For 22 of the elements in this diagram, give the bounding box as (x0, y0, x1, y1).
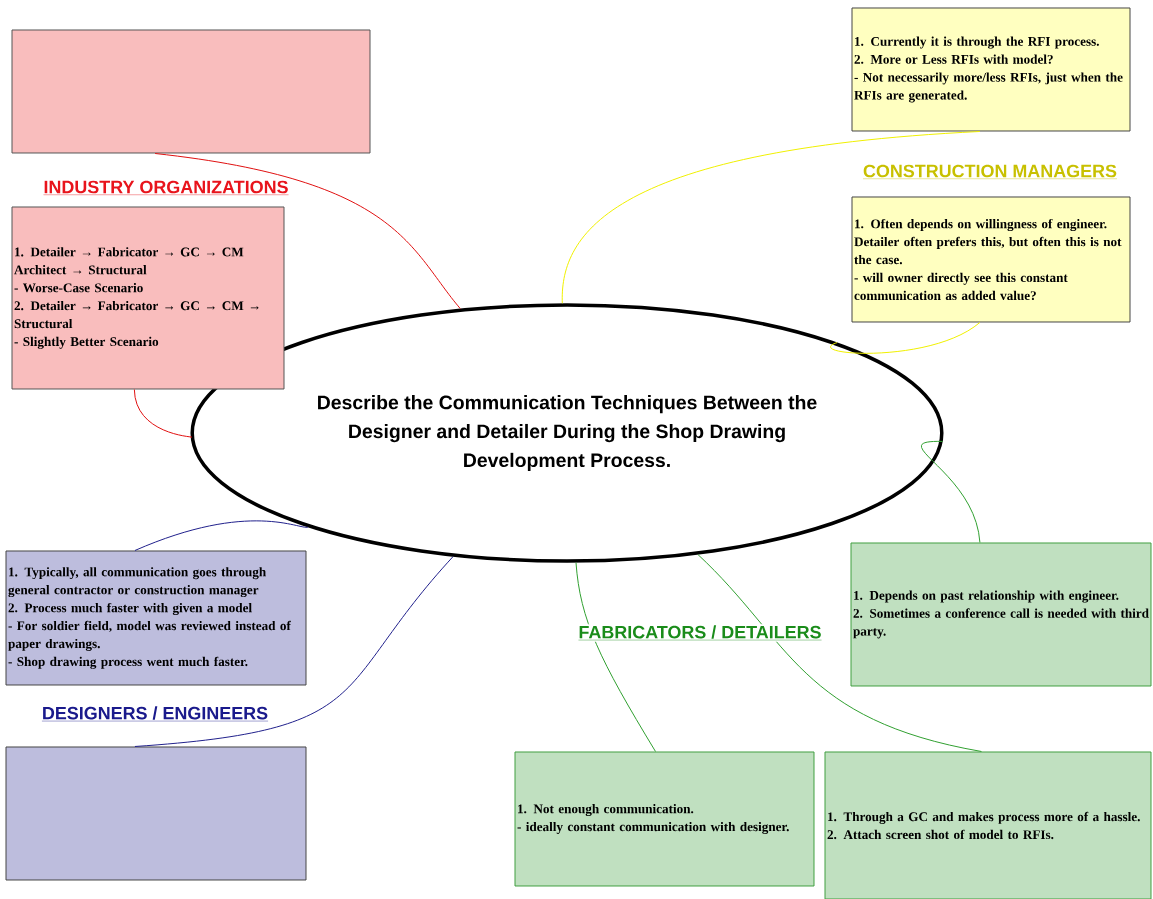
note-box: 1. Often depends on willingness of engineer. Detailer often prefers this, but often this is not the case. - will owner directly see this constant communication as added value? (851, 196, 1131, 323)
note-box: 1. Detailer → Fabricator → GC → CM Architect → Structural - Worse-Case Scenario 2. Detailer → Fabricator → GC → CM → Structural - Slightly Better Scenario (11, 206, 285, 390)
empty-box (5, 746, 307, 881)
connector-curve (920, 440, 981, 543)
note-box: 1. Currently it is through the RFI process. 2. More or Less RFIs with model? - Not necessarily more/less RFIs, just when the RFIs are generated. (851, 7, 1131, 132)
connector-curve (154, 153, 461, 310)
category-heading: DESIGNERS / ENGINEERS (40, 705, 270, 723)
connector-curve (134, 520, 309, 551)
note-box: 1. Typically, all communication goes through general contractor or construction manager 2. Process much faster with given a model - For soldier field, model was reviewed instead of paper drawings. - Shop drawing process went much faster. (5, 550, 307, 686)
connector-curve (575, 562, 656, 752)
note-box: 1. Depends on past relationship with engineer. 2. Sometimes a conference call is needed with third party. (850, 542, 1152, 687)
note-box: 1. Through a GC and makes process more of a hassle. 2. Attach screen shot of model to RFIs. (824, 751, 1152, 899)
category-heading: FABRICATORS / DETAILERS (577, 624, 823, 642)
category-heading: CONSTRUCTION MANAGERS (862, 163, 1119, 181)
connector-curve (561, 131, 981, 304)
connector-curve (697, 554, 982, 752)
connector-curve (134, 556, 454, 747)
category-heading: INDUSTRY ORGANIZATIONS (42, 179, 290, 197)
connector-curve (133, 389, 193, 438)
connector-curve (830, 322, 981, 354)
note-box: 1. Not enough communication. - ideally constant communication with designer. (514, 751, 815, 887)
empty-box (11, 29, 371, 154)
